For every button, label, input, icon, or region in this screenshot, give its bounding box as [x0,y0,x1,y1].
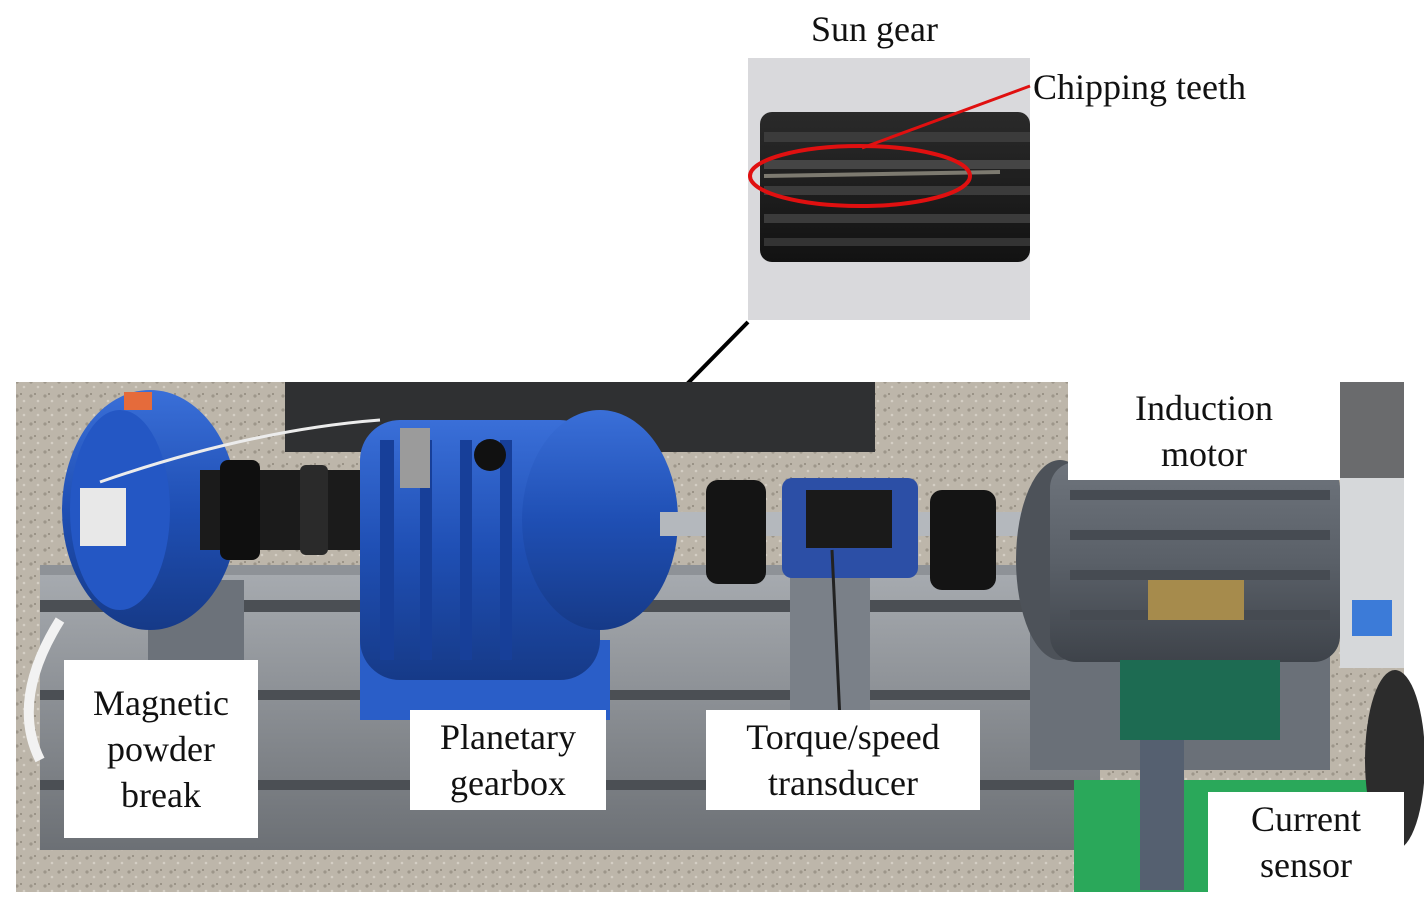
chipping-highlight-ellipse [748,144,972,208]
magnetic-powder-break-line1: Magnetic [93,683,229,723]
sun-gear-label: Sun gear [811,9,938,49]
planetary-gearbox-line2: gearbox [450,763,566,803]
torque-speed-transducer-line1: Torque/speed [746,717,940,757]
magnetic-powder-break-label: Magnetic powder break [64,660,258,838]
planetary-gearbox-label: Planetary gearbox [410,710,606,810]
torque-speed-transducer-line2: transducer [768,763,918,803]
chipping-teeth-label: Chipping teeth [1033,67,1246,107]
magnetic-powder-break-line3: break [121,775,201,815]
chipping-callout-line [861,84,1031,150]
current-sensor-line1: Current [1251,799,1361,839]
induction-motor-label-line2: motor [1161,434,1247,474]
planetary-gearbox-line1: Planetary [440,717,576,757]
sun-gear-photo [748,58,1031,320]
induction-motor-label: Induction motor [1068,382,1340,480]
magnetic-powder-break-line2: powder [107,729,215,769]
torque-speed-transducer-label: Torque/speed transducer [706,710,980,810]
current-sensor-line2: sensor [1260,845,1352,885]
induction-motor-label-line1: Induction [1135,388,1273,428]
current-sensor-label: Current sensor [1208,792,1404,892]
